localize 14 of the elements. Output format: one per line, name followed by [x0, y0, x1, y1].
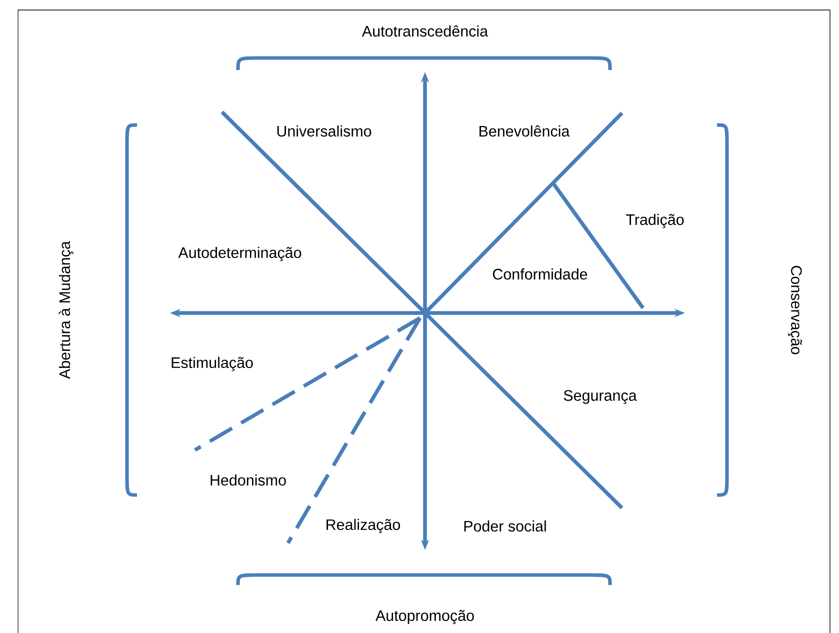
- value-label: Poder social: [464, 520, 546, 532]
- value-label: Conservação: [788, 266, 802, 354]
- value-label: Hedonismo: [210, 474, 286, 486]
- value-label: Tradição: [626, 214, 684, 228]
- value-label: Segurança: [564, 390, 637, 404]
- value-label: Benevolência: [480, 125, 570, 137]
- value-label: Abertura à Mudança: [58, 241, 74, 379]
- value-label: Universalismo: [277, 125, 372, 137]
- value-label: Autotranscedência: [362, 25, 488, 37]
- value-label: Estimulação: [172, 356, 253, 372]
- value-label: Conformidade: [492, 268, 588, 280]
- value-label: Autodeterminação: [178, 246, 302, 262]
- value-label: Autopromoção: [376, 610, 474, 624]
- value-label: Realização: [326, 518, 400, 534]
